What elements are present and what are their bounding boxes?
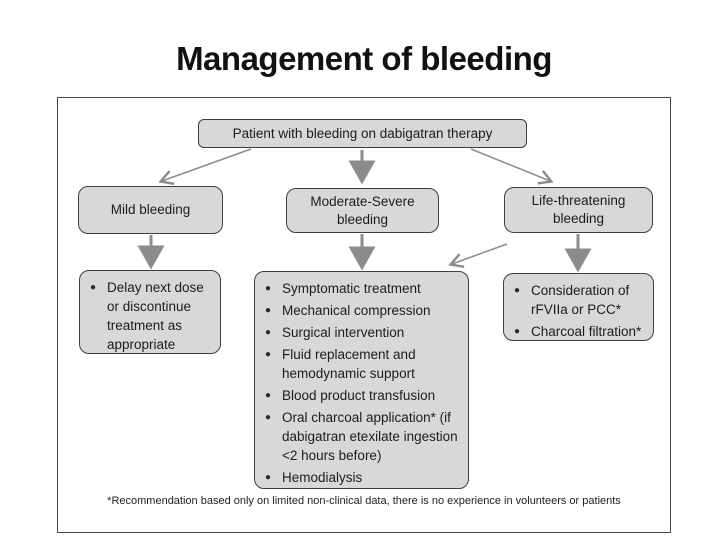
list-item: ● Symptomatic treatment [265, 281, 421, 296]
bullet-icon: ● [265, 283, 272, 294]
list-item: ● Consideration of rFVIIa or PCC* [514, 283, 630, 317]
list-item: ● Charcoal filtration* [514, 324, 642, 339]
bullet-icon: ● [265, 305, 272, 316]
root-box: Patient with bleeding on dabigatran ther… [198, 119, 527, 148]
list-item: ● Oral charcoal application* (if dabigat… [265, 410, 458, 463]
page-title: Management of bleeding [176, 40, 552, 77]
bullet-icon: ● [265, 412, 272, 423]
bullet-icon: ● [265, 472, 272, 483]
list-item: ● Delay next dose or discontinue treatme… [90, 280, 204, 352]
bullet-icon: ● [265, 327, 272, 338]
list-box-mild: ● Delay next dose or discontinue treatme… [79, 270, 221, 354]
diagram-frame: Patient with bleeding on dabigatran ther… [57, 97, 671, 533]
branch-box-life-threatening: Life-threatening bleeding [504, 187, 653, 233]
branch-box-mild: Mild bleeding [78, 186, 223, 234]
footnote: *Recommendation based only on limited no… [107, 495, 621, 507]
list-box-moderate-severe: ● Symptomatic treatment ● Mechanical com… [254, 271, 469, 489]
arrow-root-to-lifethreatening [470, 148, 554, 185]
bullet-icon: ● [90, 282, 97, 293]
list-item: ● Surgical intervention [265, 325, 405, 340]
flowchart-arrows [137, 148, 592, 273]
list-box-life-threatening: ● Consideration of rFVIIa or PCC* ● Char… [503, 273, 654, 341]
bullet-icon: ● [265, 390, 272, 401]
arrow-root-to-mild [158, 148, 252, 185]
list-item: ● Hemodialysis [265, 470, 363, 485]
bullet-icon: ● [514, 285, 521, 296]
branch-box-moderate-severe: Moderate-Severe bleeding [286, 188, 439, 233]
list-item: ● Fluid replacement and hemodynamic supp… [265, 347, 416, 381]
bullet-icon: ● [514, 326, 521, 337]
list-item: ● Mechanical compression [265, 303, 431, 318]
bullet-icon: ● [265, 349, 272, 360]
arrow-lifethreatening-to-moderate-list [448, 243, 508, 268]
list-item: ● Blood product transfusion [265, 388, 436, 403]
